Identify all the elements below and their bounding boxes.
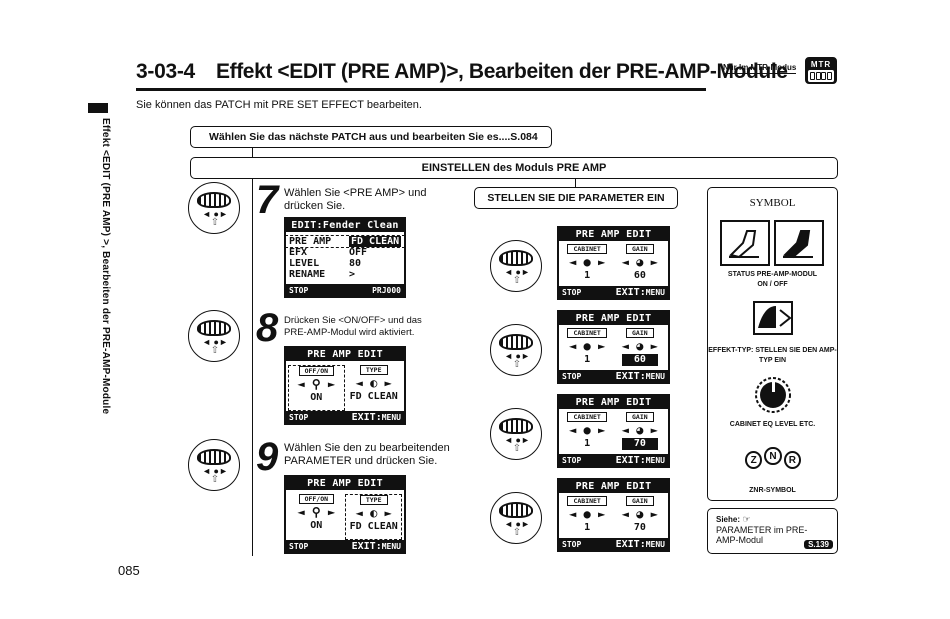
lcd-label: OFF/ON — [298, 366, 335, 376]
page-number: 085 — [118, 563, 140, 578]
znr-letter: N — [764, 447, 782, 465]
dial-icon: ◄ ●►⇧ — [490, 408, 542, 460]
preamp-on-icon — [720, 220, 770, 266]
step-text: Wählen Sie <PRE AMP> und drücken Sie. — [284, 187, 427, 212]
lcd-header: PRE AMP EDIT — [559, 312, 668, 325]
lcd-header: PRE AMP EDIT — [559, 228, 668, 241]
knob-icon: ◄ ● ► — [569, 255, 606, 269]
lcd-header: EDIT:Fender Clean — [286, 219, 404, 232]
lcd-header: PRE AMP EDIT — [286, 348, 404, 361]
lcd-value: ON — [310, 520, 323, 531]
reference-page: S.139 — [804, 540, 833, 549]
lcd-param-screen: PRE AMP EDIT CABINET◄ ● ►1 GAIN◄ ◕ ►60 S… — [557, 226, 670, 300]
amp-status-icon: ◄ ⚲ ► — [297, 377, 336, 391]
lcd-header: PRE AMP EDIT — [559, 480, 668, 493]
reference-text: PARAMETER im PRE-AMP-Modul — [716, 525, 808, 545]
step-text: Wählen Sie den zu bearbeitenden PARAMETE… — [284, 442, 450, 467]
side-section-label: Effekt <EDIT (PRE AMP) >, Bearbeiten der… — [100, 118, 111, 415]
flow-connector — [575, 179, 576, 187]
intro-text: Sie können das PATCH mit PRE SET EFFECT … — [136, 99, 422, 111]
reference-box: Siehe: ☞ PARAMETER im PRE-AMP-Modul S.13… — [707, 508, 838, 554]
knob-icon: ◄ ◕ ► — [621, 423, 658, 437]
symbol-panel — [707, 187, 838, 501]
section-number: 3-03-4 — [136, 60, 195, 83]
title-underline — [136, 88, 706, 91]
amp-status-icon: ◄ ⚲ ► — [297, 505, 336, 519]
symbol-title: SYMBOL — [749, 197, 796, 209]
step-number: 9 — [256, 435, 279, 479]
lcd-param-screen: PRE AMP EDIT CABINET◄ ● ►1 GAIN◄ ◕ ►70 S… — [557, 394, 670, 468]
pointer-icon: ☞ — [742, 514, 751, 524]
step-number: 8 — [256, 306, 279, 350]
flow-line — [252, 148, 253, 556]
knob-icon: ◄ ◕ ► — [621, 507, 658, 521]
lcd-value: ON — [310, 392, 323, 403]
dial-icon: ◄ ●►⇧ — [188, 439, 240, 491]
dial-icon: ◄ ●►⇧ — [188, 182, 240, 234]
knob-icon: ◄ ● ► — [569, 423, 606, 437]
reference-label: Siehe: — [716, 515, 741, 524]
znr-icon: Z N R — [745, 444, 801, 476]
lcd-preamp-screen: PRE AMP EDIT OFF/ON ◄ ⚲ ► ON TYPE ◄ ◐ ► … — [284, 475, 406, 554]
page-title: Effekt <EDIT (PRE AMP)>, Bearbeiten der … — [216, 60, 788, 83]
lcd-param-screen: PRE AMP EDIT CABINET◄ ● ►1 GAIN◄ ◕ ►60 S… — [557, 310, 670, 384]
amp-type-icon: ◄ ◐ ► — [355, 376, 392, 390]
mtr-track-icon — [808, 70, 834, 82]
lcd-label: TYPE — [359, 365, 388, 375]
lcd-preamp-screen: PRE AMP EDIT OFF/ON ◄ ⚲ ► ON TYPE ◄ ◐ ► … — [284, 346, 406, 425]
mtr-badge-label: MTR — [810, 60, 832, 69]
lcd-header: PRE AMP EDIT — [286, 477, 404, 490]
knob-icon: ◄ ◕ ► — [621, 255, 658, 269]
lcd-value: FD CLEAN — [349, 521, 398, 532]
cabinet-knob-icon — [752, 374, 794, 416]
knob-icon: ◄ ● ► — [569, 339, 606, 353]
knob-icon: ◄ ● ► — [569, 507, 606, 521]
cabinet-caption: CABINET EQ LEVEL ETC. — [729, 421, 816, 428]
step-text: Drücken Sie <ON/OFF> und das PRE-AMP-Mod… — [284, 315, 422, 338]
set-parameter-box: STELLEN SIE DIE PARAMETER EIN — [474, 187, 678, 209]
amp-type-icon — [748, 296, 798, 340]
knob-icon: ◄ ◕ ► — [621, 339, 658, 353]
mtr-mode-badge: MTR — [805, 57, 837, 84]
preamp-off-icon — [774, 220, 824, 266]
dial-icon: ◄ ●►⇧ — [490, 492, 542, 544]
status-caption: STATUS PRE-AMP-MODUL — [727, 271, 818, 278]
lcd-param-screen: PRE AMP EDIT CABINET◄ ● ►1 GAIN◄ ◕ ►70 S… — [557, 478, 670, 552]
lcd-header: PRE AMP EDIT — [559, 396, 668, 409]
lcd-label: TYPE — [359, 495, 388, 505]
dial-icon: ◄ ●►⇧ — [188, 310, 240, 362]
edit-module-box: EINSTELLEN des Moduls PRE AMP — [190, 157, 838, 179]
lcd-row: RENAME> — [289, 269, 356, 280]
znr-caption: ZNR-SYMBOL — [749, 487, 796, 494]
dial-icon: ◄ ●►⇧ — [490, 240, 542, 292]
patch-select-box: Wählen Sie das nächste PATCH aus und bea… — [190, 126, 552, 148]
znr-letter: Z — [745, 451, 763, 469]
lcd-value: FD CLEAN — [349, 391, 398, 402]
status-sub-caption: ON / OFF — [757, 281, 788, 288]
side-tab-marker — [88, 103, 108, 113]
dial-icon: ◄ ●►⇧ — [490, 324, 542, 376]
lcd-label: OFF/ON — [298, 494, 335, 504]
znr-letter: R — [783, 451, 801, 469]
step-number: 7 — [256, 178, 279, 222]
amp-type-icon: ◄ ◐ ► — [355, 506, 392, 520]
amp-type-caption: EFFEKT-TYP: STELLEN SIE DEN AMP-TYP EIN — [708, 347, 837, 364]
mode-note: Nur Im MTR-Modus — [723, 63, 797, 74]
